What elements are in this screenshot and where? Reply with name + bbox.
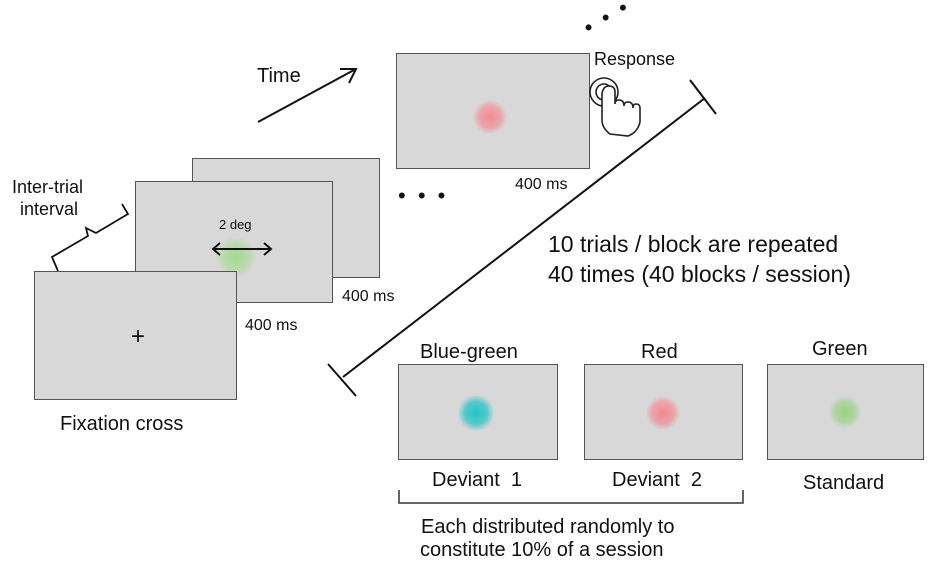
- inter-trial-label-line2: interval: [20, 199, 79, 219]
- fixation-screen: +: [34, 271, 237, 400]
- repeat-note-line1: 10 trials / block are repeated: [548, 231, 839, 257]
- repeat-note-line2: 40 times (40 blocks / session): [548, 261, 851, 287]
- trial-screen-response: [396, 53, 590, 169]
- duration-back: 400 ms: [342, 288, 395, 305]
- fixation-cross-icon: +: [131, 323, 146, 350]
- stimulus-screen-blue-green: [398, 364, 558, 460]
- ellipsis-lower: • • •: [398, 183, 449, 208]
- fixation-caption: Fixation cross: [60, 413, 184, 435]
- green-stimulus: [216, 237, 256, 277]
- deviant-bracket-icon: [398, 490, 744, 504]
- stimulus-name-blue-green: Blue-green: [420, 341, 518, 363]
- red-deviant-stimulus: [646, 396, 680, 430]
- time-label: Time: [257, 65, 301, 87]
- inter-trial-label-line1: Inter-trial: [12, 177, 84, 197]
- stimulus-name-red: Red: [641, 341, 678, 363]
- blue-green-stimulus: [458, 395, 494, 431]
- stimulus-screen-green: [767, 364, 924, 460]
- green-standard-stimulus: [829, 396, 861, 428]
- block-timeline: [327, 79, 717, 397]
- stimulus-name-green: Green: [812, 338, 868, 360]
- stimulus-role-deviant-2: Deviant 2: [612, 469, 703, 491]
- stimulus-screen-red: [584, 364, 743, 460]
- distribution-note-line2: constitute 10% of a session: [420, 539, 664, 561]
- red-stimulus: [473, 100, 507, 134]
- stimulus-role-deviant-1: Deviant 1: [432, 469, 523, 491]
- double-arrow-icon: [211, 242, 273, 256]
- duration-top: 400 ms: [515, 176, 568, 193]
- time-arrow-icon: [257, 68, 358, 123]
- response-label: Response: [594, 49, 676, 69]
- deg-label: 2 deg: [219, 217, 252, 232]
- hand-tap-icon: [589, 77, 641, 137]
- inter-trial-bracket-icon: [50, 203, 130, 272]
- stimulus-role-standard: Standard: [803, 472, 885, 494]
- distribution-note-line1: Each distributed randomly to: [421, 516, 675, 538]
- duration-mid: 400 ms: [245, 317, 298, 334]
